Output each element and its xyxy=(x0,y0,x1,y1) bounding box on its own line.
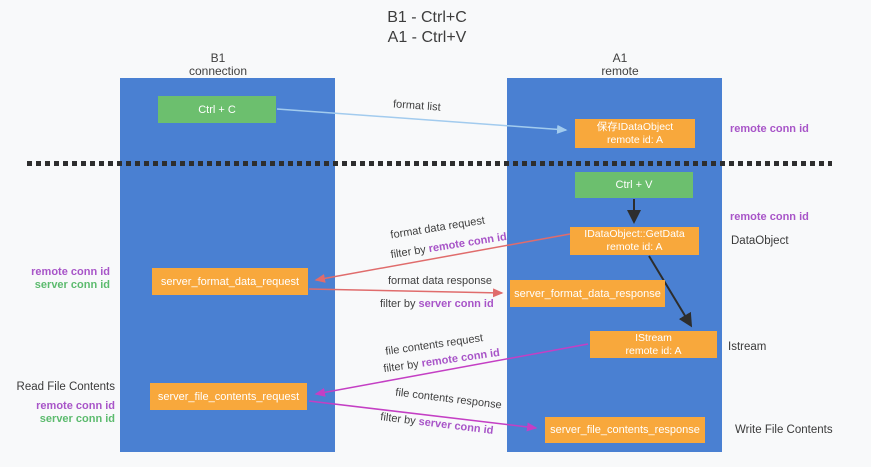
left-column-header: B1 connection xyxy=(158,52,278,78)
node-server-file-contents-request: server_file_contents_request xyxy=(150,383,307,410)
node-ctrl-v-label: Ctrl + V xyxy=(615,179,653,191)
left-column-subtitle: connection xyxy=(188,64,248,78)
node-server-format-data-response: server_format_data_response xyxy=(510,280,665,307)
node-server-file-contents-response: server_file_contents_response xyxy=(545,417,705,443)
edge-label-format-data-response: format data response xyxy=(388,275,492,287)
node-istream-line2: remote id: A xyxy=(625,344,682,357)
dashed-separator-line xyxy=(27,161,832,166)
node-server-format-data-request-label: server_format_data_request xyxy=(160,275,300,288)
node-ctrl-c: Ctrl + C xyxy=(158,96,276,123)
node-server-format-data-request: server_format_data_request xyxy=(152,268,308,295)
right-column-name: A1 xyxy=(612,51,628,65)
node-ctrl-c-label: Ctrl + C xyxy=(198,103,236,116)
edge-label-file-contents-response: file contents response xyxy=(394,386,503,412)
filter-by-prefix: filter by xyxy=(379,411,420,428)
arrow-format-data-response xyxy=(308,288,504,298)
left-column-name: B1 xyxy=(210,51,226,65)
node-ctrl-v: Ctrl + V xyxy=(575,172,693,198)
label-read-file-contents: Read File Contents xyxy=(16,381,115,393)
label-write-file-contents: Write File Contents xyxy=(735,424,833,436)
label-server-conn-id-bottom-left: server conn id xyxy=(39,413,115,425)
filter-key-server-conn-id: server conn id xyxy=(417,415,495,437)
label-server-conn-id-top-left: server conn id xyxy=(34,279,110,291)
diagram-title: B1 - Ctrl+C A1 - Ctrl+V xyxy=(0,8,854,48)
node-istream-line1: IStream xyxy=(635,331,672,344)
node-server-file-contents-response-label: server_file_contents_response xyxy=(550,424,700,436)
node-idataobject-getdata-line1: IDataObject::GetData xyxy=(584,228,685,240)
label-remote-conn-id-top-left: remote conn id xyxy=(31,266,110,278)
filter-by-prefix: filter by xyxy=(380,298,419,310)
node-save-idataobject-line2: remote id: A xyxy=(606,133,664,146)
filter-by-prefix: filter by xyxy=(382,357,423,376)
title-line1: B1 - Ctrl+C xyxy=(387,9,467,26)
edge-label-file-contents-response-filter: filter by server conn id xyxy=(380,411,494,437)
edge-label-format-list: format list xyxy=(392,98,442,114)
right-column-header: A1 remote xyxy=(560,52,680,78)
node-save-idataobject-line1: 保存IDataObject xyxy=(596,120,674,133)
label-remote-conn-id-bottom-left: remote conn id xyxy=(36,400,115,412)
edge-label-format-data-response-filter: filter by server conn id xyxy=(380,298,494,310)
title-line2: A1 - Ctrl+V xyxy=(387,29,467,46)
label-dataobject: DataObject xyxy=(731,235,789,247)
filter-key-server-conn-id: server conn id xyxy=(418,298,494,310)
node-istream: IStream remote id: A xyxy=(590,331,717,358)
node-idataobject-getdata-line2: remote id: A xyxy=(606,241,663,253)
label-istream: Istream xyxy=(728,341,767,353)
label-remote-conn-id-mid-right: remote conn id xyxy=(730,211,809,223)
node-save-idataobject: 保存IDataObject remote id: A xyxy=(575,119,695,148)
right-column-subtitle: remote xyxy=(601,64,639,78)
node-server-file-contents-request-label: server_file_contents_request xyxy=(157,390,300,403)
filter-key-remote-conn-id: remote conn id xyxy=(427,230,508,256)
node-server-format-data-response-label: server_format_data_response xyxy=(514,287,661,300)
label-remote-conn-id-top-right: remote conn id xyxy=(730,123,809,135)
node-idataobject-getdata: IDataObject::GetData remote id: A xyxy=(570,227,699,255)
filter-by-prefix: filter by xyxy=(389,243,430,262)
